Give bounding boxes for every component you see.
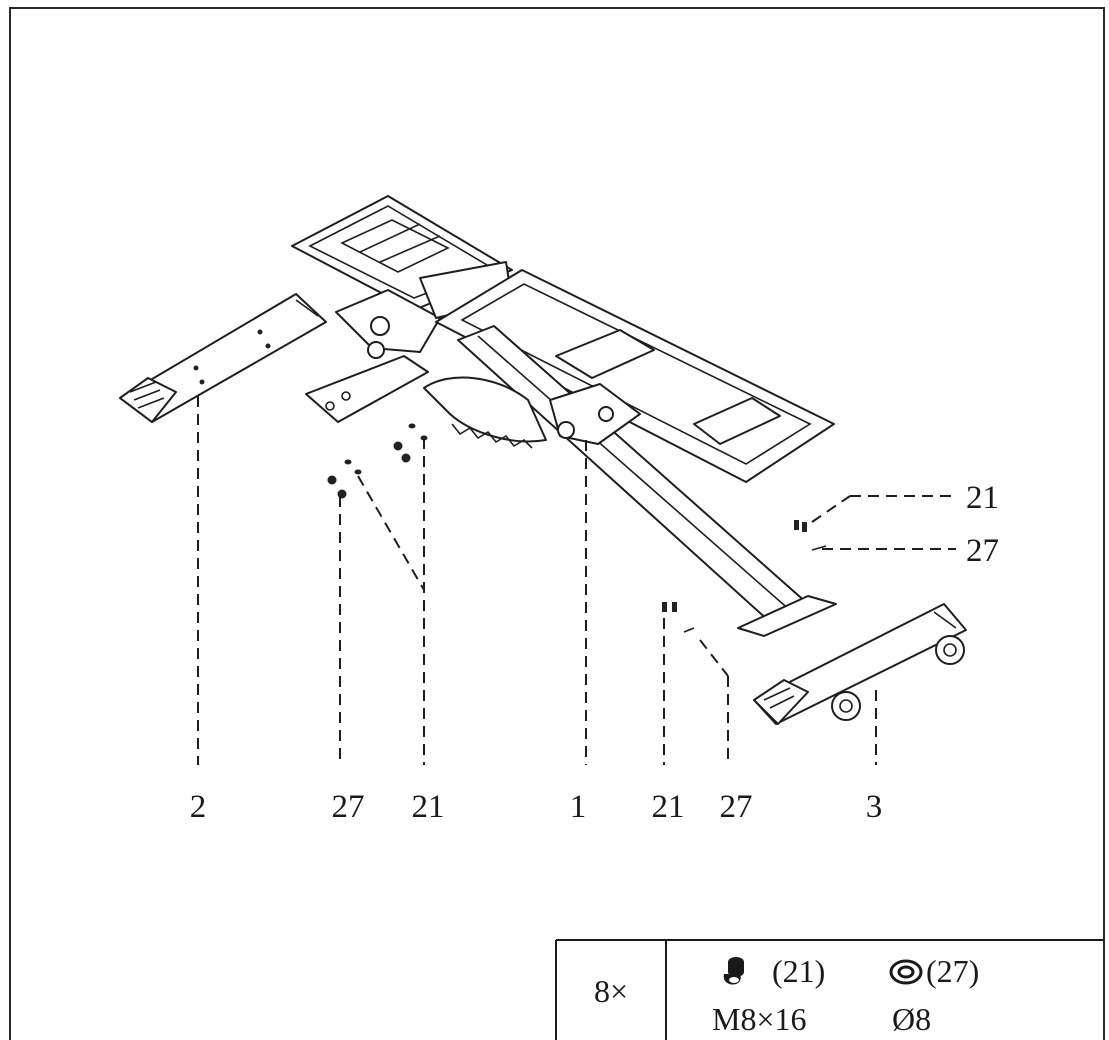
bolt-spec: M8×16	[712, 1001, 807, 1037]
hardware-table: 8× (21) (27) M8×16 Ø8	[555, 939, 1104, 1040]
callout-washer-right-top: 27	[966, 533, 999, 569]
callout-washer-right-bottom: 27	[720, 789, 753, 825]
front-stabilizer-part	[119, 293, 327, 423]
hardware-quantity: 8×	[594, 973, 628, 1009]
callout-part-3: 3	[866, 789, 883, 825]
gear-sector	[423, 376, 547, 443]
callout-bolt-right-bottom: 21	[652, 789, 685, 825]
leader-lines	[197, 396, 956, 765]
washer-spec: Ø8	[892, 1001, 931, 1037]
rail-end-plate	[737, 595, 837, 637]
bolt-icon	[723, 957, 744, 985]
cushion-bracket	[305, 355, 429, 423]
callout-bolt-right-top: 21	[966, 480, 999, 516]
washer-icon	[889, 959, 923, 985]
bolt-ref: (21)	[772, 953, 825, 989]
hardware-group-left	[327, 423, 428, 499]
page-frame	[9, 7, 1105, 1040]
washer-ref: (27)	[926, 953, 979, 989]
callout-part-1: 1	[570, 789, 587, 825]
callout-part-2: 2	[190, 789, 207, 825]
rear-stabilizer-part	[753, 603, 967, 725]
main-frame-part	[291, 195, 837, 637]
callout-bolt-left: 21	[412, 789, 445, 825]
callout-labels: 2 27 21 1 21 27 3 21 27	[190, 480, 999, 825]
hardware-group-right	[662, 520, 827, 633]
callout-washer-left: 27	[332, 789, 365, 825]
